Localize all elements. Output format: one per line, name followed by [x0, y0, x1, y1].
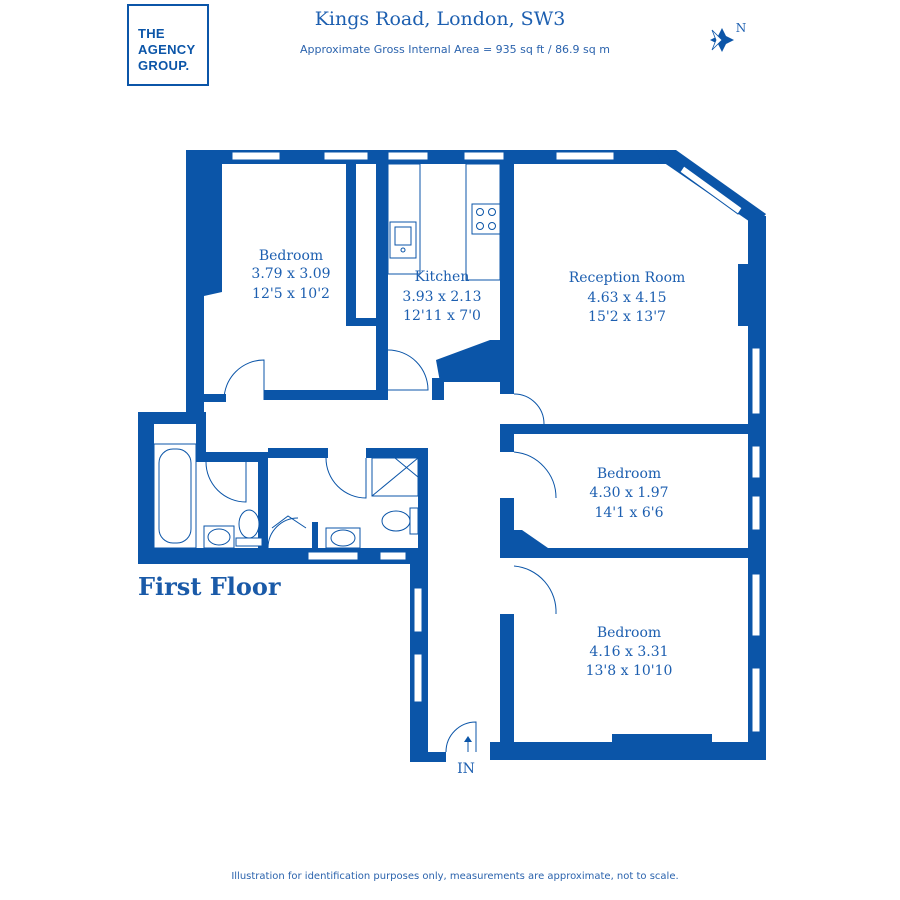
room-name: Bedroom [597, 625, 661, 641]
basin-icon [203, 525, 235, 549]
room-label-bedroom-3: Bedroom 4.16 x 3.31 13'8 x 10'10 [586, 625, 673, 679]
room-label-kitchen: Kitchen 3.93 x 2.13 12'11 x 7'0 [402, 269, 481, 324]
room-label-reception: Reception Room 4.63 x 4.15 15'2 x 13'7 [569, 270, 686, 325]
toilet-icon [381, 507, 419, 535]
room-label-bedroom-1: Bedroom 3.79 x 3.09 12'5 x 10'2 [251, 248, 330, 302]
disclaimer-text: Illustration for identification purposes… [231, 871, 679, 882]
logo-line-2: AGENCY [138, 42, 196, 57]
basin-icon [325, 527, 361, 549]
bath-icon [153, 443, 197, 549]
compass-north-label: N [736, 21, 747, 35]
room-metric: 3.93 x 2.13 [402, 289, 481, 305]
room-metric: 4.63 x 4.15 [587, 290, 666, 306]
compass-icon: N [710, 21, 746, 52]
hob-icon [471, 203, 501, 235]
entrance-arrow-icon [464, 736, 472, 752]
room-imperial: 12'5 x 10'2 [252, 286, 330, 302]
entrance-label: IN [457, 761, 475, 777]
logo-line-3: GROUP. [138, 58, 190, 73]
room-name: Bedroom [597, 466, 661, 482]
room-imperial: 13'8 x 10'10 [586, 663, 673, 679]
room-imperial: 14'1 x 6'6 [594, 505, 663, 521]
room-name: Reception Room [569, 270, 686, 286]
toilet-icon [235, 509, 263, 547]
cupboard-icon [271, 515, 318, 548]
logo-line-1: THE [138, 26, 165, 41]
area-subtitle: Approximate Gross Internal Area = 935 sq… [300, 43, 610, 56]
room-name: Bedroom [259, 248, 323, 264]
windows [231, 151, 761, 733]
floor-label: First Floor [138, 572, 281, 601]
room-metric: 3.79 x 3.09 [251, 266, 330, 282]
room-imperial: 15'2 x 13'7 [588, 309, 666, 325]
property-title: Kings Road, London, SW3 [314, 8, 566, 30]
room-metric: 4.30 x 1.97 [589, 485, 668, 501]
room-label-bedroom-2: Bedroom 4.30 x 1.97 14'1 x 6'6 [589, 466, 668, 521]
sink-icon [389, 221, 417, 259]
doors [205, 349, 557, 753]
room-imperial: 12'11 x 7'0 [403, 308, 481, 324]
room-name: Kitchen [415, 269, 470, 285]
room-metric: 4.16 x 3.31 [589, 644, 668, 660]
shower-icon [371, 457, 419, 497]
agency-logo: THE AGENCY GROUP. [127, 4, 209, 86]
